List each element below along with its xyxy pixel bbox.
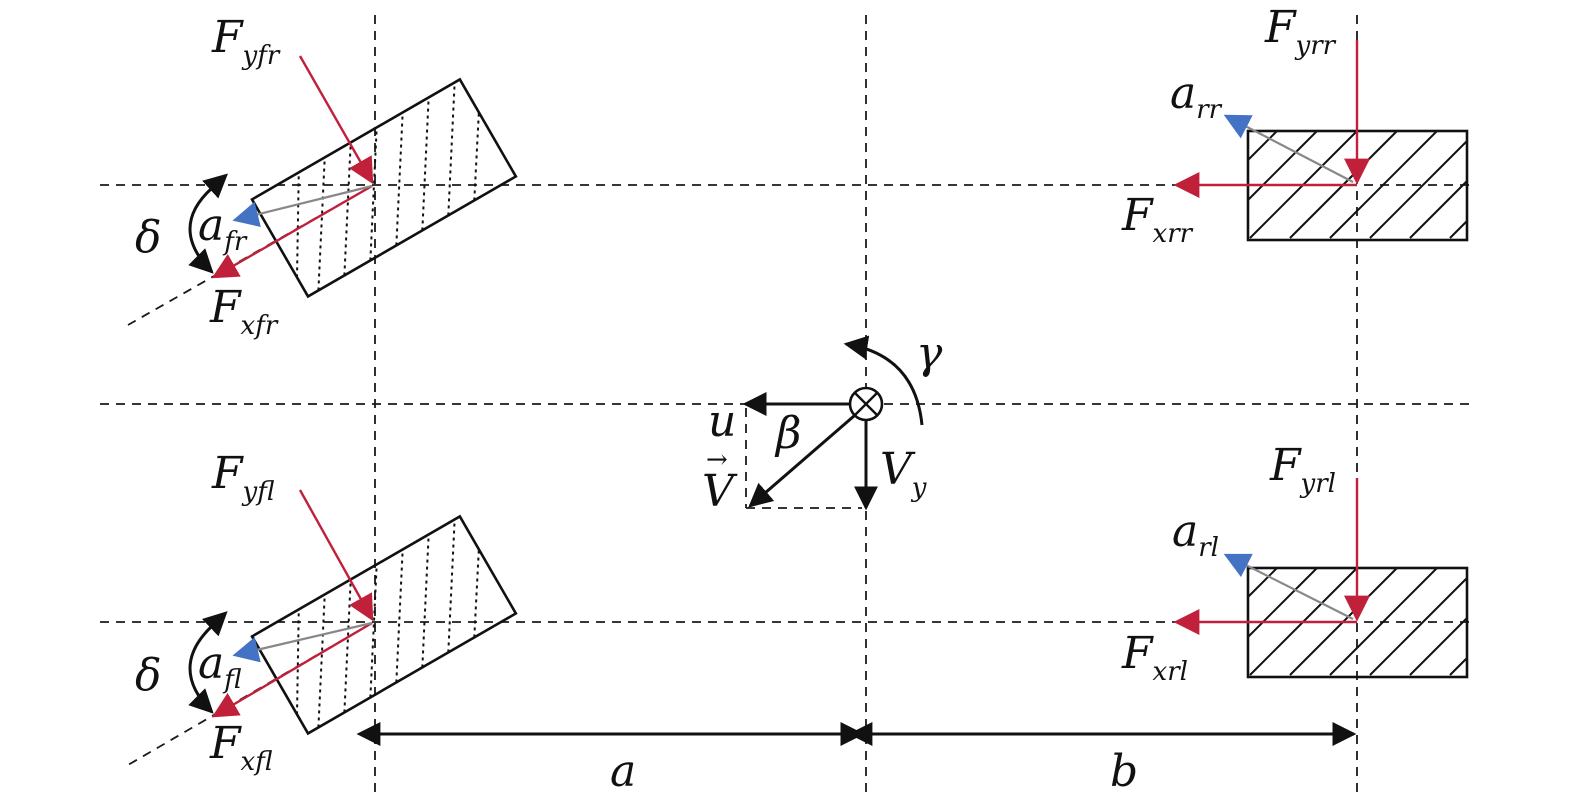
- force-arrow-Fyfl: [298, 489, 374, 622]
- label-V-arrow: →: [706, 445, 728, 475]
- wheel-front-left: [250, 514, 518, 736]
- label-Fxfr: Fxfr: [209, 282, 279, 341]
- cg-marker-cross-b: [854, 392, 878, 416]
- force-arrow-Fxfr: [211, 184, 373, 279]
- label-Fyrl: Fyrl: [1269, 440, 1336, 499]
- slip-arrow-arl: [1223, 553, 1354, 620]
- vectors: [211, 40, 1370, 718]
- slip-arrow-arr: [1223, 114, 1354, 183]
- slip-arrow-afl: [232, 621, 373, 663]
- label-afl: afl: [198, 638, 242, 695]
- label-Fxfl: Fxfl: [209, 718, 273, 777]
- label-Vy: Vy: [880, 444, 927, 503]
- label-arl: arl: [1172, 506, 1219, 563]
- label-Fxrr: Fxrr: [1121, 190, 1194, 249]
- label-afr: afr: [198, 200, 248, 257]
- label-u: u: [708, 396, 736, 447]
- slip-arrow-afr: [232, 184, 373, 227]
- label-delta-top: δ: [135, 212, 162, 263]
- yaw-rate-arc: [843, 335, 924, 426]
- labels: Fyfr δ afr Fxfr Fyfl δ afl Fxfl Fyrr arr…: [135, 2, 1337, 797]
- steer-angle-arc-top: [188, 173, 228, 274]
- label-V: V: [702, 466, 738, 517]
- label-dimension-a: a: [610, 746, 636, 797]
- wheel-front-right: [250, 77, 518, 299]
- steer-angle-arc-bottom: [188, 611, 228, 714]
- cg-kinematics: [742, 335, 924, 511]
- label-gamma: γ: [916, 328, 943, 379]
- force-arrow-Fyfr: [298, 55, 374, 185]
- label-beta: β: [774, 408, 801, 459]
- force-arrow-Fxfl: [211, 621, 373, 718]
- label-Fyfr: Fyfr: [211, 12, 281, 71]
- label-Fxrl: Fxrl: [1121, 628, 1188, 687]
- label-dimension-b: b: [1110, 746, 1138, 797]
- label-arr: arr: [1170, 68, 1223, 125]
- label-delta-bottom: δ: [135, 650, 162, 701]
- label-Fyfl: Fyfl: [211, 448, 275, 507]
- label-Fyrr: Fyrr: [1264, 2, 1337, 61]
- velocity-V-arrow: [748, 414, 855, 508]
